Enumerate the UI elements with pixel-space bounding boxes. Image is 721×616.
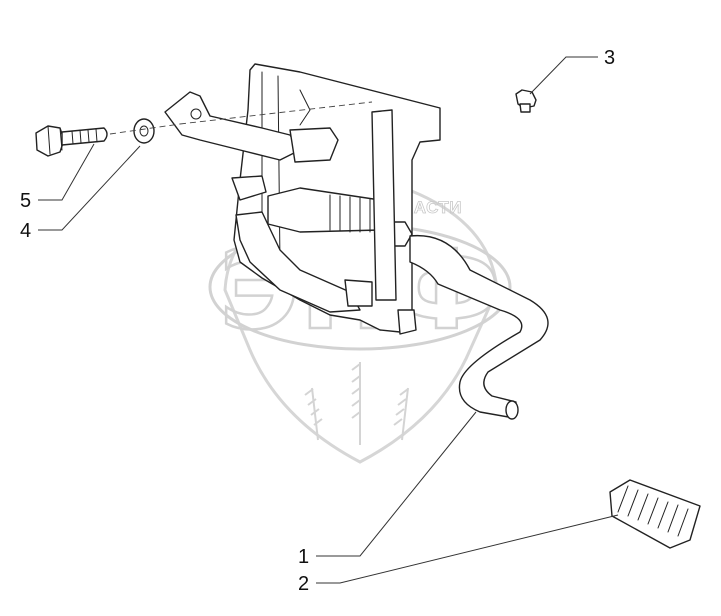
pedal-assembly-part bbox=[164, 63, 549, 420]
watermark-wheat-icon bbox=[304, 362, 409, 445]
bolt-part bbox=[35, 125, 108, 157]
center-lines bbox=[109, 101, 373, 135]
pedal-pad-part bbox=[609, 479, 701, 549]
callout-4: 4 bbox=[20, 220, 31, 242]
leader-line-1 bbox=[316, 411, 477, 557]
leader-line-5 bbox=[38, 143, 95, 201]
bumper-part bbox=[515, 89, 537, 113]
washer-part bbox=[133, 118, 155, 144]
callout-5: 5 bbox=[20, 190, 31, 212]
callout-2: 2 bbox=[298, 573, 309, 595]
callout-3: 3 bbox=[604, 47, 615, 69]
callout-1: 1 bbox=[298, 546, 309, 568]
leader-line-4 bbox=[38, 145, 141, 231]
leader-line-3 bbox=[529, 56, 598, 95]
leader-line-2 bbox=[316, 514, 619, 584]
leader-lines bbox=[38, 56, 619, 584]
callouts: 5 4 3 1 2 bbox=[20, 47, 615, 595]
